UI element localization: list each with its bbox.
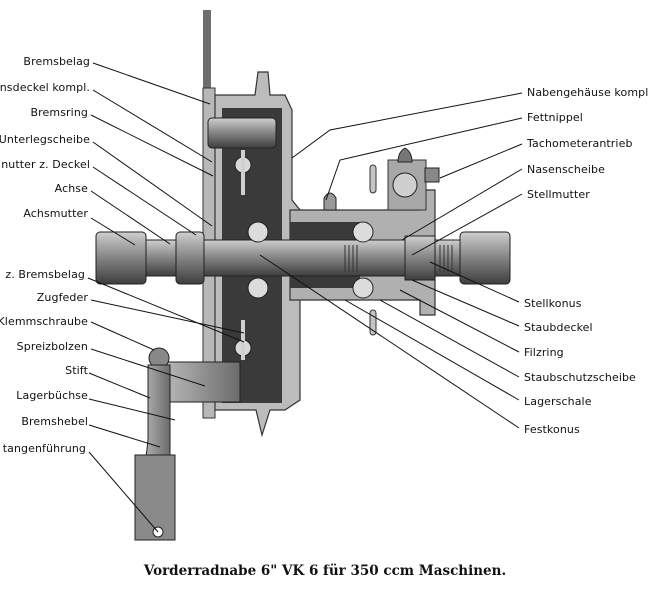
label-bremsbelag: Bremsbelag	[23, 55, 90, 68]
label-spreizbolzen: Spreizbolzen	[16, 340, 88, 353]
label-lagerschale: Lagerschale	[524, 395, 592, 408]
label-filzring: Filzring	[524, 346, 564, 359]
label-bremshebel: Bremshebel	[21, 415, 88, 428]
axle-nut-left-washer	[145, 239, 177, 277]
speedometer-cap	[397, 147, 413, 163]
bearing-ball-left-bottom	[247, 277, 269, 299]
diagram-caption: Vorderradnabe 6" VK 6 für 350 ccm Maschi…	[143, 563, 507, 579]
leader-lines-left	[87, 62, 245, 533]
axle-nut-left-inner	[175, 231, 205, 285]
label-tachometerantrieb: Tachometerantrieb	[527, 137, 633, 150]
spring-rod-upper	[241, 150, 245, 195]
label-festkonus: Festkonus	[524, 423, 580, 436]
label-unterlegscheibe: Unterlegscheibe	[0, 133, 90, 146]
hub-pin-top	[369, 164, 377, 194]
label-lagerbuechse: Lagerbüchse	[16, 389, 88, 402]
label-bremsdeckel: nsdeckel kompl.	[0, 81, 90, 94]
brake-shoe-upper	[207, 117, 277, 149]
label-staubdeckel: Staubdeckel	[524, 321, 593, 334]
leader-lines-right	[259, 92, 523, 429]
speedometer-drive-screw	[392, 172, 418, 198]
label-nasenscheibe: Nasenscheibe	[527, 163, 605, 176]
spring-rod-lower	[241, 320, 245, 360]
label-stellmutter: Stellmutter	[527, 188, 590, 201]
label-achsmutter: Achsmutter	[23, 207, 88, 220]
grease-nipple	[323, 192, 337, 211]
label-achse: Achse	[54, 182, 88, 195]
axle-nut-left-outer	[95, 231, 147, 285]
label-stift: Stift	[65, 364, 88, 377]
axle-nut-right-outer	[459, 231, 511, 285]
label-stellkonus: Stellkonus	[524, 297, 582, 310]
brake-camshaft	[159, 361, 241, 403]
label-klemmschraube: Klemmschraube	[0, 315, 88, 328]
axle-thread	[344, 245, 453, 272]
label-fettnippel: Fettnippel	[527, 111, 583, 124]
label-stangenfuehrung: tangenführung	[2, 442, 86, 455]
spoke-rod	[203, 10, 211, 110]
rod-guide	[134, 454, 176, 541]
bearing-ball-right-top	[352, 221, 374, 243]
label-mutter-deckel: nutter z. Deckel	[1, 158, 90, 171]
bearing-ball-right-bottom	[352, 277, 374, 299]
label-staubschutzscheibe: Staubschutzscheibe	[524, 371, 636, 384]
label-nabengehaeuse: Nabengehäuse kompl	[527, 86, 649, 99]
hub-pin-bottom	[369, 309, 377, 336]
label-zugfeder: Zugfeder	[36, 291, 88, 304]
bearing-ball-left-top	[247, 221, 269, 243]
label-bremsring: Bremsring	[30, 106, 88, 119]
speedometer-nut	[424, 167, 440, 183]
cone-nut-right	[404, 235, 436, 281]
label-z-bremsbelag: z. Bremsbelag	[5, 268, 85, 281]
